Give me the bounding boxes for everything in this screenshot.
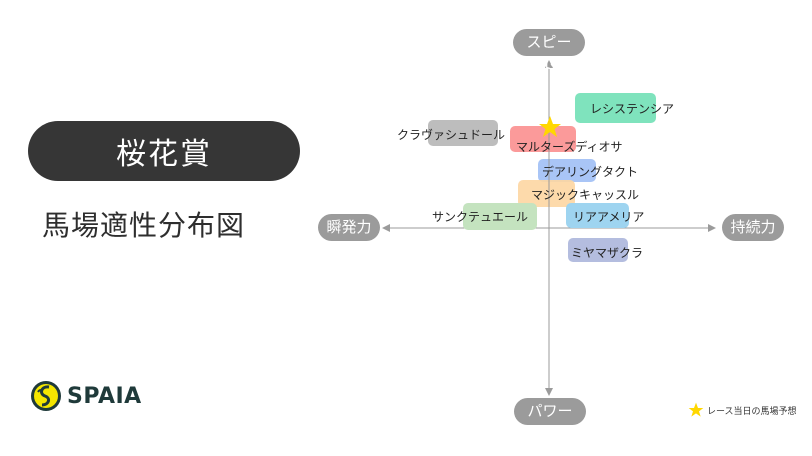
- horse-box-maltese-diosa: [510, 126, 576, 152]
- race-name: 桜花賞: [116, 137, 212, 172]
- star-icon: [688, 402, 704, 417]
- legend: レース当日の馬場予想: [688, 402, 797, 418]
- horse-name: レシステンシア: [590, 102, 675, 116]
- horse-name: デアリングタクト: [542, 165, 639, 179]
- star-icon: [539, 116, 561, 137]
- horse-name: マジックキャッスル: [531, 188, 640, 202]
- horse-box-real-amelia: [566, 203, 629, 228]
- horse-name: サンクテュエール: [432, 210, 529, 224]
- chart-subtitle: 馬場適性分布図: [42, 209, 246, 242]
- axis-label-speed: スピード: [513, 29, 585, 78]
- horse-name: マルターズディオサ: [516, 140, 623, 154]
- horse-name: クラヴァシュドール: [397, 128, 506, 142]
- logo-text: SPAIA: [67, 383, 142, 409]
- race-title-pill: 桜花賞: [28, 121, 300, 181]
- horse-name: リアアメリア: [573, 210, 645, 224]
- horse-box-magic-castle: [518, 180, 575, 207]
- legend-label: レース当日の馬場予想: [707, 406, 797, 417]
- horse-box-clavachudor: [428, 120, 498, 146]
- horse-box-daring-tact: [538, 159, 596, 182]
- horse-box-miyama-zakura: [568, 238, 628, 262]
- spaia-logo: SPAIA: [30, 380, 142, 412]
- axis-label-stamina: 持続力: [722, 214, 784, 241]
- horse-name: ミヤマザクラ: [571, 246, 644, 260]
- axis-label-burst: 瞬発力: [318, 214, 380, 241]
- horse-box-resistencia: [575, 93, 656, 123]
- spaia-logo-icon: [31, 381, 61, 411]
- axis-label-power: パワー: [514, 398, 586, 425]
- horse-box-sanctuaire: [463, 203, 537, 230]
